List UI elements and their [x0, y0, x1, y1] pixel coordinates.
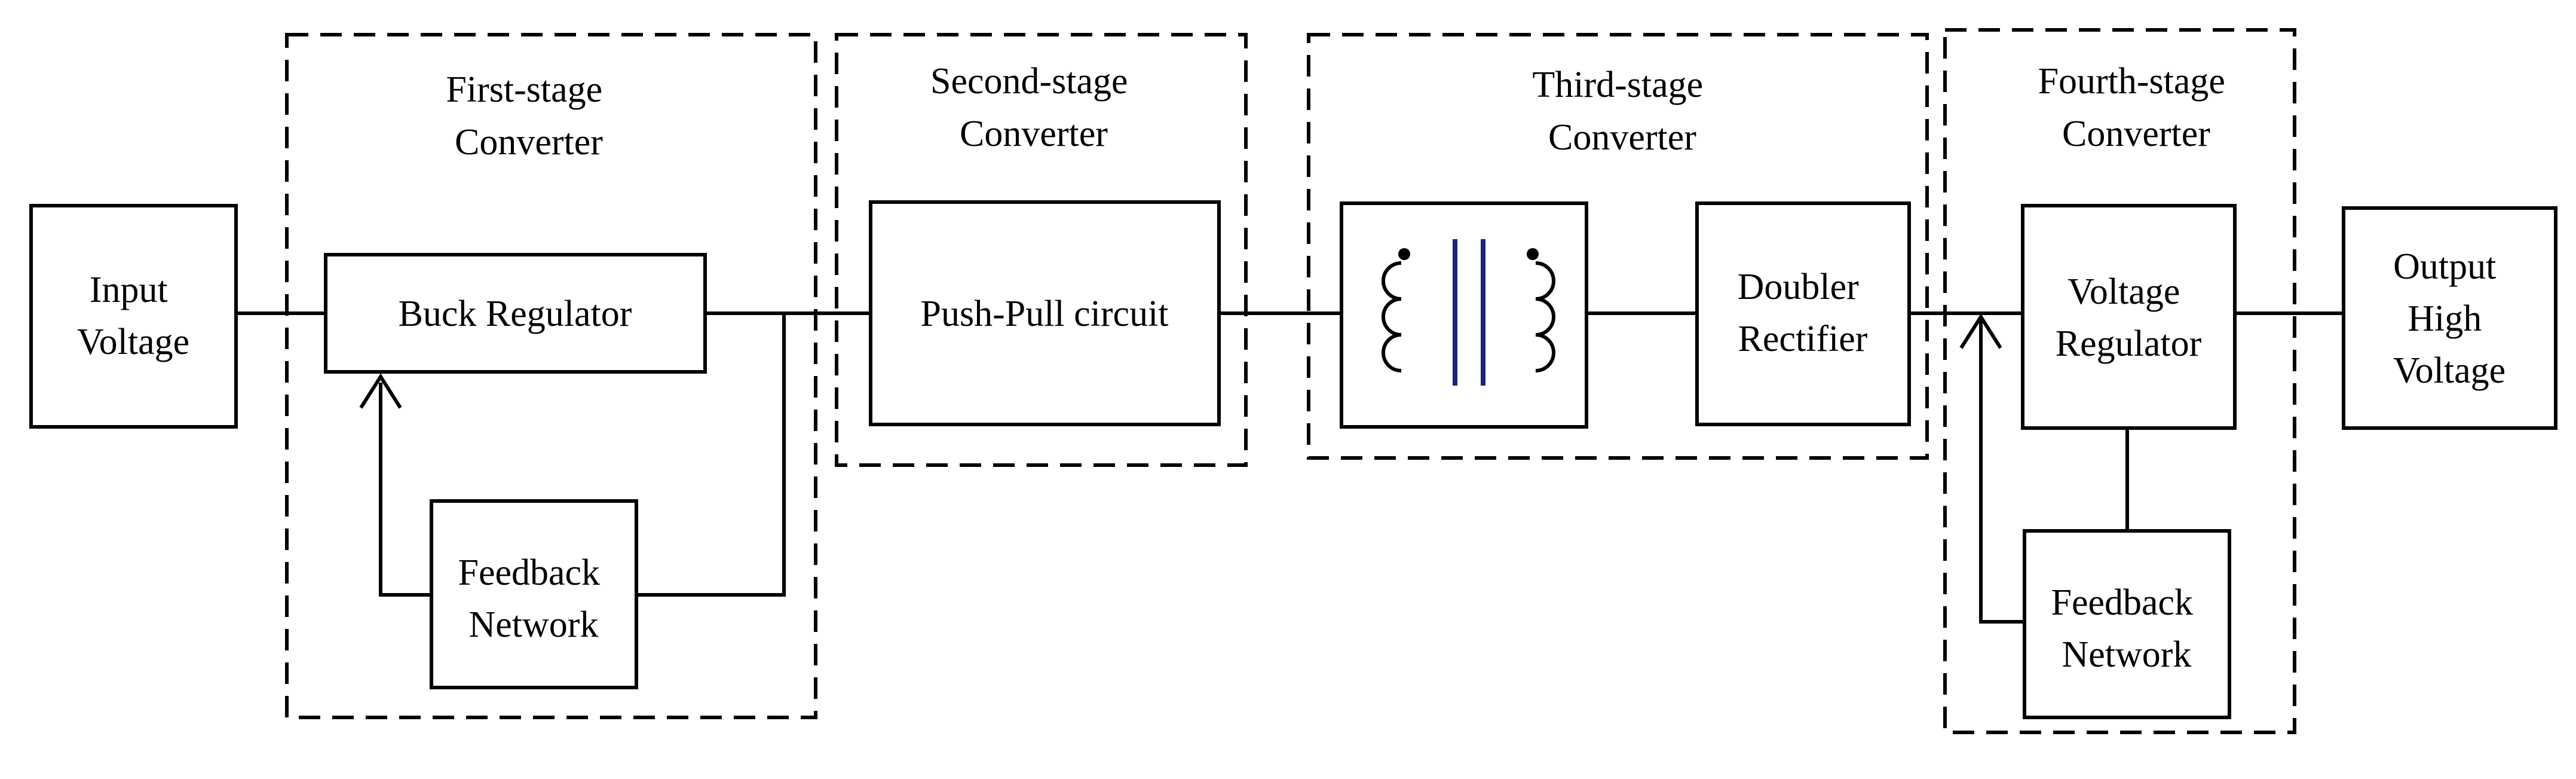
- feedback-network-label-1: Feedback Network: [458, 552, 609, 645]
- voltage-regulator-block: [2021, 204, 2237, 430]
- third-stage-title: Third-stage Converter: [1532, 65, 1712, 158]
- fourth-stage-title: Fourth-stage Converter: [2038, 61, 2235, 154]
- transformer-block: [1340, 201, 1588, 429]
- push-pull-circuit-block: [869, 200, 1221, 426]
- fourth-stage-boundary: [1943, 28, 2296, 734]
- output-high-voltage-block: [2342, 206, 2557, 430]
- output-high-voltage-label: Output High Voltage: [2393, 246, 2505, 391]
- second-stage-boundary: [835, 33, 1248, 467]
- feedback-network-block-1: [430, 499, 638, 689]
- input-voltage-label: Input Voltage: [77, 270, 189, 362]
- feedback-network-block-2: [2023, 529, 2231, 719]
- doubler-rectifier-block: [1695, 201, 1911, 426]
- doubler-rectifier-label: Doubler Rectifier: [1738, 267, 1869, 359]
- push-pull-circuit-label: Push-Pull circuit: [920, 294, 1168, 334]
- connection-wires: [236, 311, 2344, 624]
- buck-regulator-label: Buck Regulator: [399, 294, 632, 334]
- transformer-icon: [1382, 239, 1555, 386]
- second-stage-title: Second-stage Converter: [930, 61, 1137, 154]
- first-stage-title: First-stage Converter: [446, 69, 611, 163]
- input-voltage-block: [29, 204, 238, 429]
- buck-regulator-block: [324, 253, 707, 374]
- voltage-regulator-label: Voltage Regulator: [2056, 271, 2202, 364]
- third-stage-boundary: [1307, 33, 1929, 460]
- first-stage-boundary: [285, 33, 817, 719]
- feedback-network-label-2: Feedback Network: [2051, 582, 2202, 675]
